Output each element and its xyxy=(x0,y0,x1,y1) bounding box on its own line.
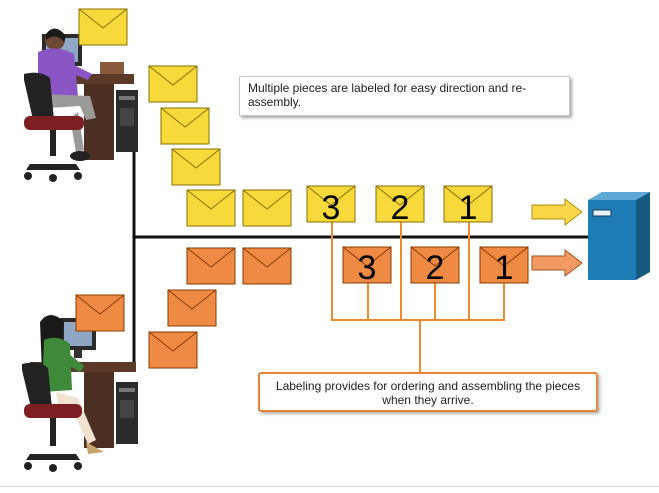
callout-labeled-pieces: Multiple pieces are labeled for easy dir… xyxy=(239,76,570,116)
envelope-icon xyxy=(148,331,198,369)
envelope-icon xyxy=(75,294,125,332)
person-purple-workstation-icon xyxy=(24,28,138,182)
envelope-icon xyxy=(242,189,292,227)
orange-labeled-envelopes: 3 2 1 xyxy=(342,246,529,287)
envelope-icon xyxy=(167,289,217,327)
arrow-right-icon xyxy=(531,248,583,278)
orange-segment-label: 1 xyxy=(495,249,514,287)
bottom-divider xyxy=(0,486,659,487)
server-icon xyxy=(588,192,650,280)
yellow-labeled-envelopes: 3 2 1 xyxy=(306,185,493,227)
arrow-right-icon xyxy=(531,197,583,227)
reassembly-bracket xyxy=(331,222,505,374)
orange-segment-label: 2 xyxy=(426,249,445,287)
envelope-icon xyxy=(171,148,221,186)
orange-envelopes xyxy=(75,247,292,369)
envelope-icon xyxy=(242,247,292,285)
yellow-segment-label: 3 xyxy=(322,189,341,227)
envelope-icon xyxy=(186,189,236,227)
envelope-icon xyxy=(148,65,198,103)
callout-reassembly: Labeling provides for ordering and assem… xyxy=(258,372,598,412)
orange-segment-label: 3 xyxy=(358,249,377,287)
person-green-workstation-icon xyxy=(22,315,138,472)
yellow-segment-label: 2 xyxy=(391,189,410,227)
envelope-icon xyxy=(160,107,210,145)
envelope-icon xyxy=(78,8,128,46)
envelope-icon xyxy=(186,247,236,285)
yellow-segment-label: 1 xyxy=(459,189,478,227)
